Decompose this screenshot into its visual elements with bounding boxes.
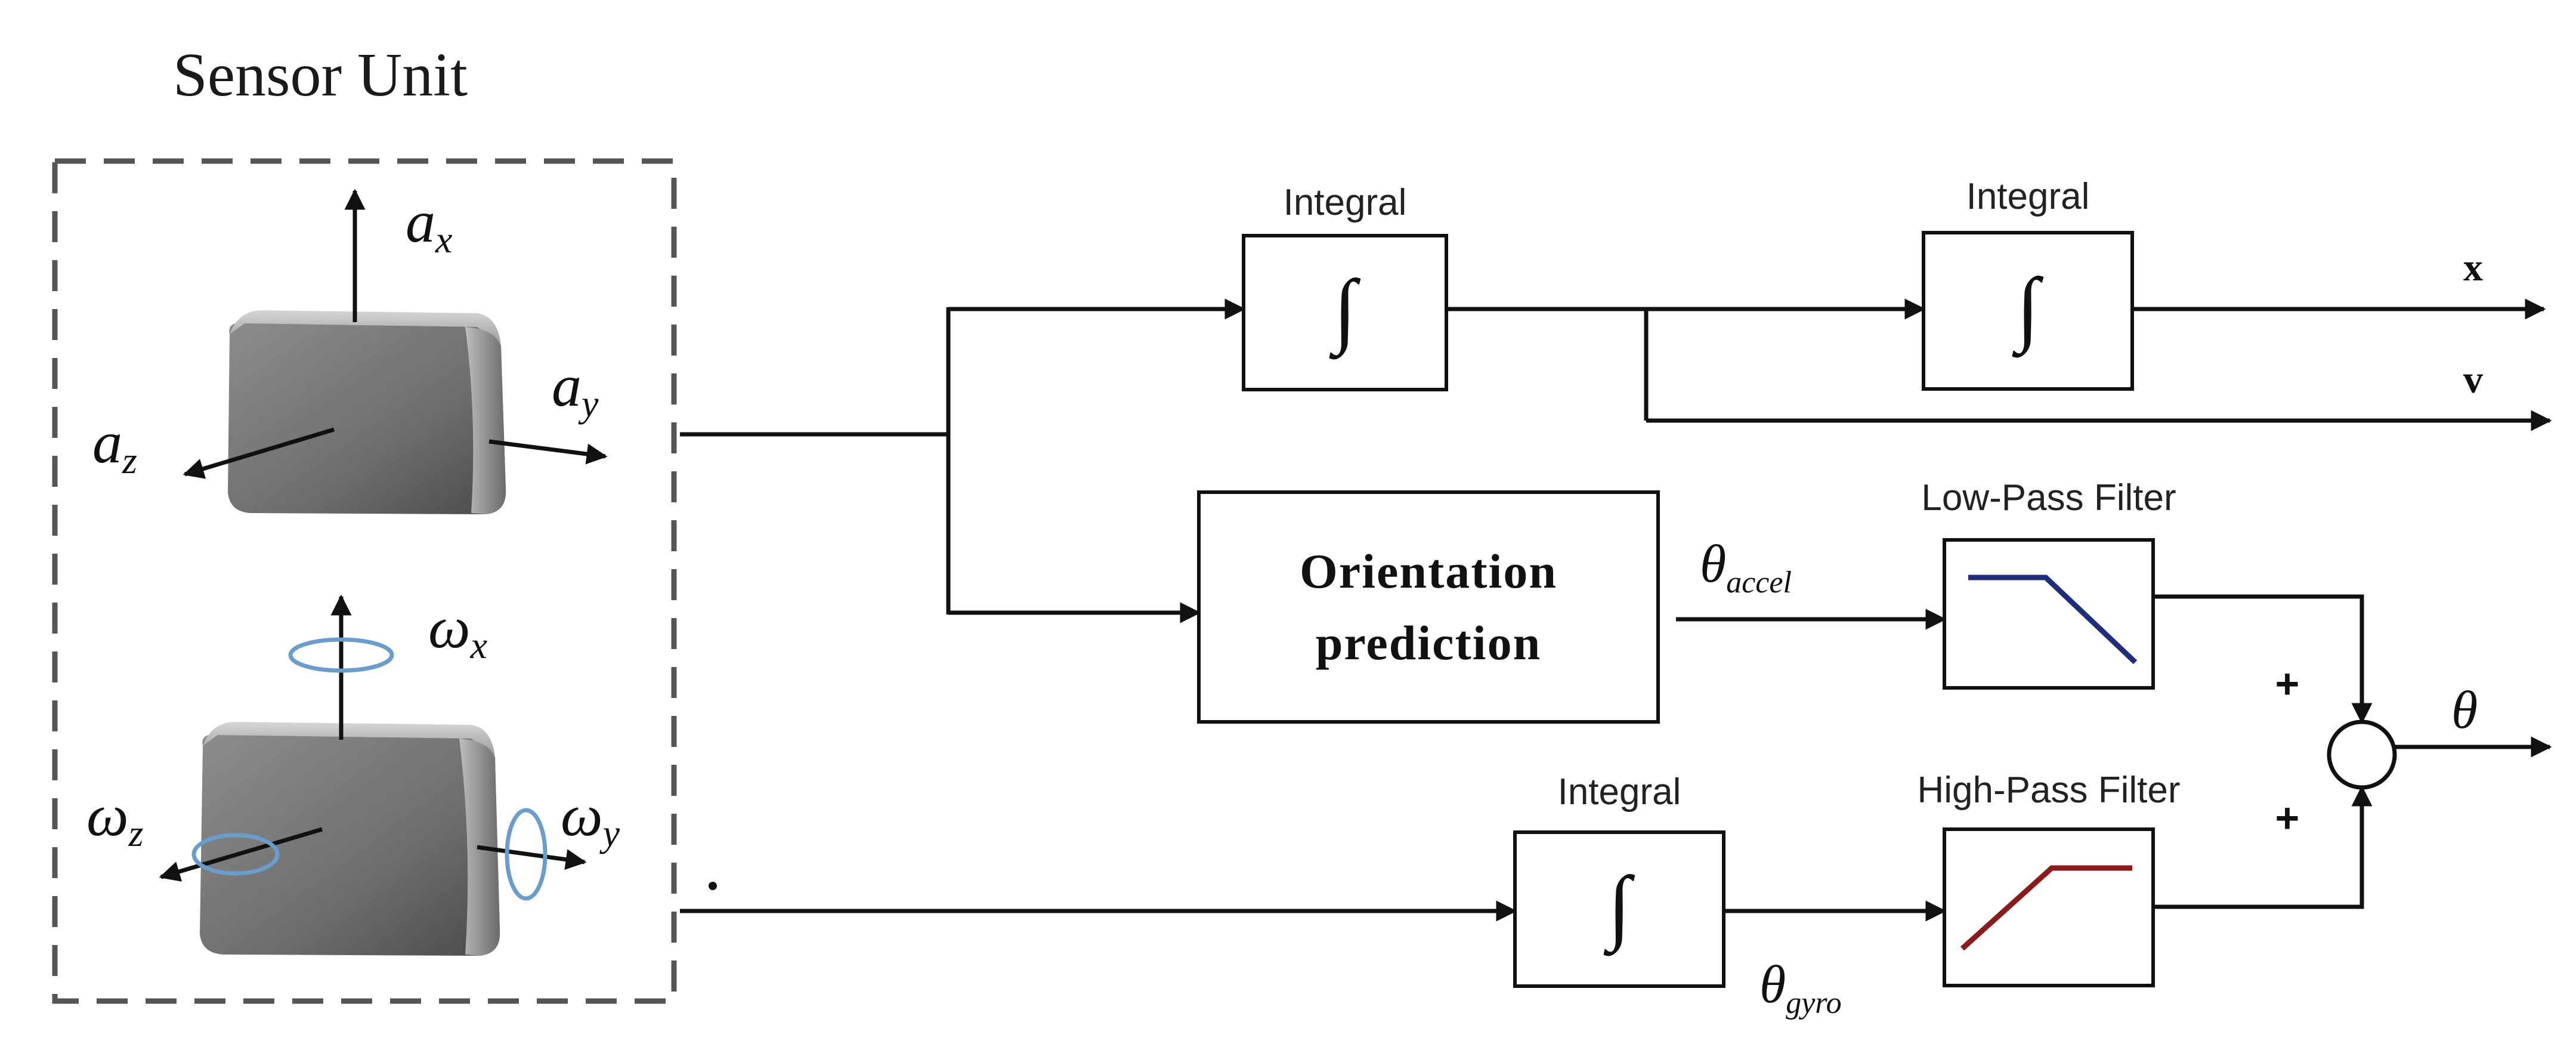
high-pass-filter-block: [1943, 827, 2155, 987]
sensor-unit-frame: [52, 158, 677, 1004]
sum-plus-bottom: +: [2275, 795, 2300, 841]
gyro-y-rotation-icon: [505, 808, 548, 901]
label-omega-y: ωy: [561, 782, 620, 854]
label-omega-z: ωz: [86, 782, 144, 854]
label-a-x: ax: [406, 189, 452, 261]
low-pass-to-sum-wire: [2153, 594, 2373, 724]
label-a-z: az: [92, 409, 137, 481]
gyro-z-axis-arrow: [159, 827, 323, 882]
integral-2-block: [1922, 231, 2134, 391]
output-theta-label: θ: [2451, 681, 2478, 740]
theta-accel-label: θaccel: [1700, 535, 1792, 600]
high-pass-response-icon: [1960, 865, 2132, 951]
high-pass-to-sum-wire: [2153, 785, 2373, 909]
low-pass-filter-block: [1943, 538, 2155, 690]
sensor-unit-title: Sensor Unit: [173, 41, 468, 109]
output-x-label: x: [2463, 246, 2483, 289]
integral-2-label: Integral: [1966, 176, 2090, 217]
integral-3-symbol: ∫: [1603, 860, 1635, 956]
theta-gyro-label: θgyro: [1759, 955, 1842, 1020]
orientation-line2: prediction: [1316, 616, 1541, 670]
gyro-z-rotation-icon: [191, 833, 280, 876]
summing-junction: [2327, 719, 2397, 790]
gyro-y-axis-arrow: [477, 845, 587, 870]
sum-plus-top: +: [2275, 660, 2300, 707]
low-pass-filter-label: Low-Pass Filter: [1921, 477, 2176, 518]
gyro-junction-dot: [709, 882, 717, 890]
accelerometer-cube-icon: [228, 310, 506, 514]
label-a-y: ay: [552, 353, 599, 425]
integral-3-label: Integral: [1558, 771, 1681, 813]
orientation-prediction-block: [1197, 490, 1660, 724]
accel-y-axis-arrow: [488, 439, 608, 465]
high-pass-filter-label: High-Pass Filter: [1918, 770, 2181, 811]
gyroscope-cube-icon: [200, 722, 500, 956]
label-omega-x: ωx: [428, 594, 487, 666]
orientation-line1: Orientation: [1300, 544, 1557, 598]
integral-1-symbol: ∫: [1329, 263, 1361, 360]
gyro-x-rotation-icon: [288, 637, 394, 673]
low-pass-response-icon: [1968, 575, 2138, 665]
integral-1-label: Integral: [1284, 182, 1407, 223]
accel-z-axis-arrow: [183, 427, 335, 479]
integral-2-symbol: ∫: [2012, 261, 2044, 358]
output-v-label: v: [2463, 358, 2483, 401]
integral-1-block: [1242, 234, 1448, 391]
